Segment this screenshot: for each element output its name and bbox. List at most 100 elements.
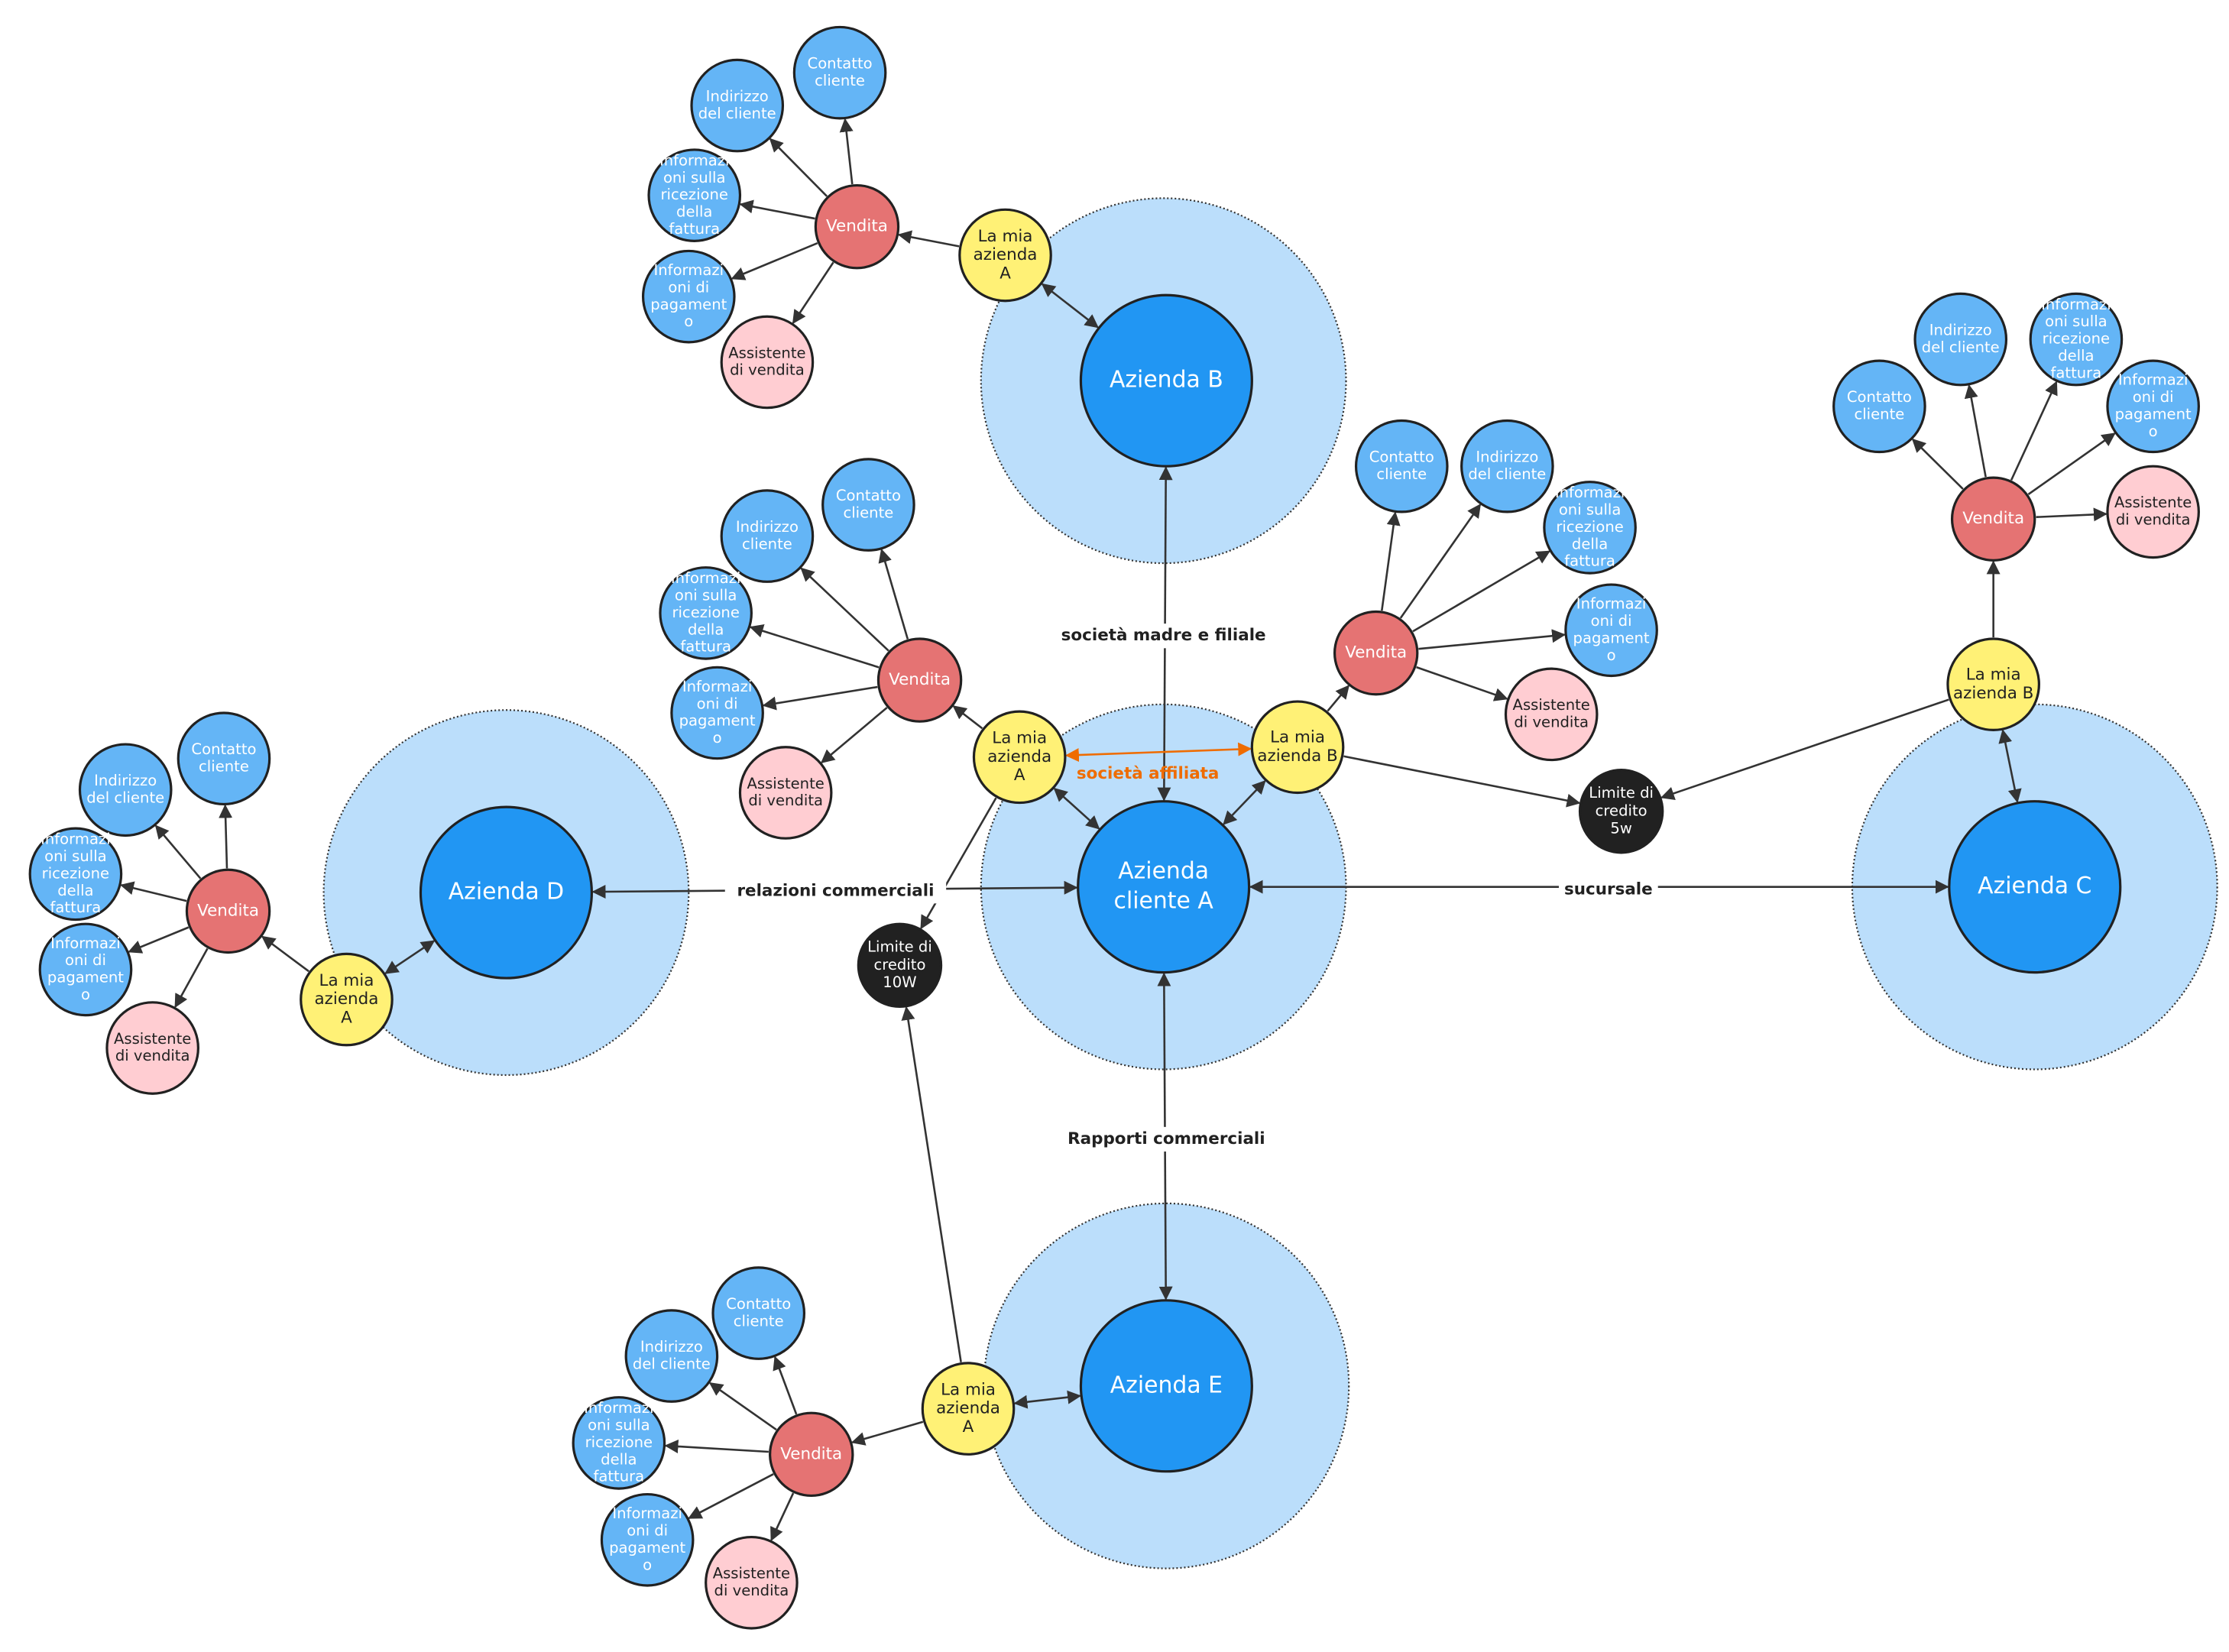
node-label: oni sulla bbox=[2045, 313, 2108, 330]
node-label: Informazi bbox=[2118, 371, 2189, 389]
node-label: Indirizzo bbox=[94, 772, 157, 789]
node-circle bbox=[1079, 1299, 1253, 1473]
edge-sales-midleft-to-ml-indirizzo bbox=[800, 567, 889, 652]
node-sales-top[interactable]: Vendita bbox=[814, 183, 900, 270]
edge-label-relazioni: relazioni commerciali bbox=[737, 881, 934, 900]
node-label: Contatto bbox=[808, 54, 873, 72]
node-label: Azienda C bbox=[1978, 873, 2091, 899]
node-azienda-b[interactable]: Azienda B bbox=[1079, 293, 1253, 468]
edge-sales-bottom-to-b-contatto bbox=[773, 1356, 798, 1415]
node-sales-bottom[interactable]: Vendita bbox=[769, 1411, 854, 1498]
node-circle bbox=[821, 458, 915, 552]
node-circle bbox=[711, 1266, 806, 1360]
node-circle bbox=[1543, 481, 1637, 575]
node-label: La mia bbox=[319, 971, 374, 990]
node-azienda-d[interactable]: Azienda D bbox=[419, 805, 593, 980]
node-azienda-e[interactable]: Azienda E bbox=[1079, 1299, 1253, 1473]
node-circle bbox=[769, 1411, 854, 1498]
node-label: credito bbox=[873, 956, 925, 973]
edge-my-a-center-to-my-b-center bbox=[1064, 742, 1252, 763]
node-label: Informazi bbox=[584, 1399, 654, 1417]
node-label: della bbox=[2058, 347, 2094, 364]
node-circle bbox=[670, 666, 764, 760]
node-label: della bbox=[601, 1450, 637, 1468]
edge-sales-midright-to-mr-assistente bbox=[1416, 666, 1508, 701]
node-circle bbox=[600, 1492, 695, 1587]
node-label: Assistente bbox=[114, 1030, 191, 1048]
node-azienda-c[interactable]: Azienda C bbox=[1948, 800, 2122, 974]
node-circle bbox=[624, 1309, 719, 1403]
node-sales-left[interactable]: Vendita bbox=[185, 868, 271, 954]
edge-label-bg-sucursale bbox=[1558, 877, 1658, 902]
node-label: o bbox=[1607, 646, 1616, 664]
node-circle bbox=[705, 1535, 799, 1630]
edge-my-a-left-to-azienda-d bbox=[384, 940, 436, 974]
edge-my-b-center-to-azienda-a bbox=[1223, 779, 1266, 825]
node-label: di vendita bbox=[115, 1047, 190, 1064]
node-circle bbox=[28, 827, 123, 922]
node-circle bbox=[647, 148, 742, 242]
node-label: azienda bbox=[315, 990, 379, 1009]
node-label: di vendita bbox=[748, 792, 823, 809]
node-label: oni di bbox=[1591, 612, 1632, 630]
node-label: azienda bbox=[936, 1399, 1000, 1418]
node-sales-midright[interactable]: Vendita bbox=[1333, 610, 1419, 696]
node-sales-right[interactable]: Vendita bbox=[1950, 476, 2036, 562]
node-label: del cliente bbox=[698, 105, 776, 122]
node-label: azienda B bbox=[1953, 684, 2033, 703]
node-label: di vendita bbox=[714, 1582, 789, 1599]
node-label: Azienda bbox=[1118, 858, 1209, 885]
node-label: A bbox=[999, 264, 1011, 283]
node-label: Limite di bbox=[867, 938, 932, 955]
node-label: fattura bbox=[1564, 552, 1615, 570]
edge-label-affiliata: società affiliata bbox=[1077, 764, 1220, 783]
edge-sales-top-to-t-contatto bbox=[839, 118, 854, 185]
node-circle bbox=[2106, 465, 2200, 559]
node-sales-midleft[interactable]: Vendita bbox=[876, 637, 963, 723]
halo-layer bbox=[322, 197, 2218, 1569]
node-label: Indirizzo bbox=[736, 518, 799, 536]
node-label: pagament bbox=[679, 712, 756, 730]
